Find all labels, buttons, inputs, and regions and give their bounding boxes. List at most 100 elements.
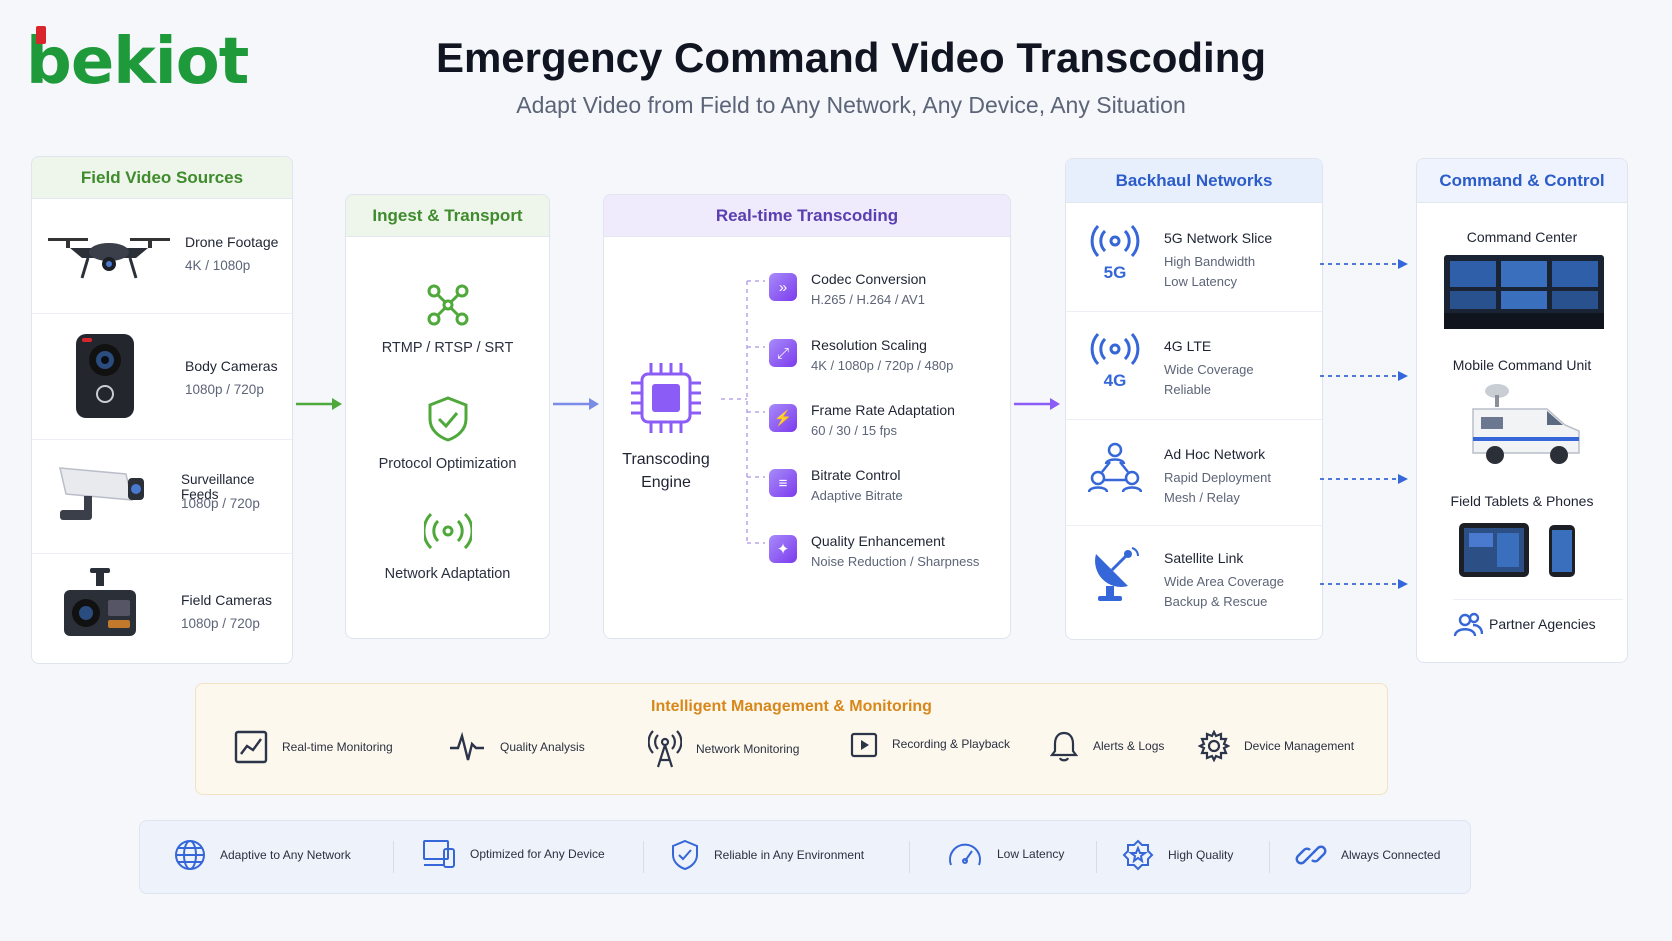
pulse-icon: [450, 731, 484, 761]
tablet-phone-image: [1459, 523, 1575, 577]
backhaul-title: Backhaul Networks: [1066, 159, 1322, 203]
transcode-item-name: Quality Enhancement: [811, 533, 945, 549]
transcode-item-detail: H.265 / H.264 / AV1: [811, 292, 925, 307]
network-detail: Mesh / Relay: [1164, 490, 1240, 505]
network-name: 4G LTE: [1164, 338, 1212, 354]
sparkle-icon: ✦: [769, 535, 797, 563]
network-name: 5G Network Slice: [1164, 230, 1273, 246]
body-camera-icon: [76, 334, 134, 418]
mgmt-item-label: Quality Analysis: [500, 740, 585, 754]
source-row-drone: Drone Footage 4K / 1080p: [32, 200, 292, 314]
flow-arrows-backhaul-to-command: [1320, 259, 1408, 589]
network-row-adhoc: Ad Hoc Network Rapid Deployment Mesh / R…: [1066, 420, 1322, 526]
mgmt-item-recording-playback: Recording & Playback: [850, 730, 1010, 758]
mgmt-item-device-management: Device Management: [1198, 730, 1354, 762]
command-title: Command & Control: [1417, 159, 1627, 203]
feature-label: Adaptive to Any Network: [220, 848, 351, 862]
ingest-item-network-adaptation: Network Adaptation: [346, 509, 549, 582]
field-sources-panel: Field Video Sources Drone Footage 4K / 1…: [31, 156, 293, 664]
page-subtitle: Adapt Video from Field to Any Network, A…: [516, 92, 1186, 118]
feature-optimized-device: Optimized for Any Device: [422, 839, 605, 869]
shield-check-icon: [672, 839, 698, 871]
source-row-surveillance: Surveillance Feeds 1080p / 720p: [32, 440, 292, 554]
ingest-label: Protocol Optimization: [378, 456, 517, 472]
antenna-icon: [648, 730, 682, 768]
mgmt-item-label: Network Monitoring: [696, 742, 800, 756]
feature-divider: [1096, 841, 1097, 873]
management-title: Intelligent Management & Monitoring: [651, 698, 932, 715]
line-chart-icon: [234, 730, 268, 764]
features-strip: Adaptive to Any Network Optimized for An…: [139, 820, 1471, 894]
flow-arrow-ingest-to-transcoding: [553, 398, 599, 410]
field-sources-title: Field Video Sources: [32, 157, 292, 199]
field-tablets-label: Field Tablets & Phones: [1450, 493, 1594, 509]
source-resolution: 1080p / 720p: [181, 496, 260, 511]
command-center-label: Command Center: [1466, 229, 1578, 245]
gear-icon: [1198, 730, 1230, 762]
network-badge: 4G: [1103, 371, 1127, 390]
transcode-item-name: Resolution Scaling: [811, 337, 927, 353]
ingest-item-protocol-optimization: Protocol Optimization: [346, 395, 549, 472]
mgmt-item-realtime-monitoring: Real-time Monitoring: [234, 730, 393, 764]
network-row-satellite: Satellite Link Wide Area Coverage Backup…: [1066, 526, 1322, 639]
link-icon: [1295, 845, 1327, 865]
transcoding-panel: Real-time Transcoding Transcoding Engine…: [603, 194, 1011, 639]
mgmt-item-alerts-logs: Alerts & Logs: [1049, 730, 1164, 762]
ingest-label: Network Adaptation: [384, 566, 511, 582]
drone-icon: [48, 238, 170, 279]
feature-reliable-environment: Reliable in Any Environment: [670, 839, 864, 871]
transcode-item-detail: 4K / 1080p / 720p / 480p: [811, 358, 954, 373]
users-icon: [1453, 612, 1483, 637]
transcode-item-name: Frame Rate Adaptation: [811, 402, 955, 418]
ingest-label: RTMP / RTSP / SRT: [381, 340, 514, 356]
transcode-item-name: Codec Conversion: [811, 271, 927, 287]
network-detail: Wide Coverage: [1164, 362, 1254, 377]
source-row-body-camera: Body Cameras 1080p / 720p: [32, 314, 292, 440]
star-badge-icon: [1122, 839, 1154, 871]
transcode-item-detail: 60 / 30 / 15 fps: [811, 423, 898, 438]
ingest-panel: Ingest & Transport RTMP / RTSP / SRT Pro…: [345, 194, 550, 639]
network-name: Satellite Link: [1164, 550, 1244, 566]
transcode-item-detail: Adaptive Bitrate: [811, 488, 903, 503]
feature-high-quality: High Quality: [1122, 839, 1233, 871]
mgmt-item-quality-analysis: Quality Analysis: [448, 730, 585, 764]
source-resolution: 1080p / 720p: [181, 616, 260, 631]
flow-arrow-sources-to-ingest: [296, 398, 342, 410]
network-detail: Rapid Deployment: [1164, 470, 1271, 485]
transcode-item-name: Bitrate Control: [811, 467, 901, 483]
feature-label: High Quality: [1168, 848, 1234, 862]
source-name: Field Cameras: [181, 592, 273, 608]
feature-low-latency: Low Latency: [947, 839, 1064, 869]
command-panel: Command & Control Command Center Mobile …: [1416, 158, 1628, 663]
network-badge: 5G: [1103, 263, 1127, 282]
mgmt-item-label: Alerts & Logs: [1093, 739, 1165, 753]
shield-check-icon: [428, 396, 467, 442]
codec-icon: »: [769, 273, 797, 301]
partner-agencies-row: Partner Agencies: [1453, 599, 1623, 647]
broadcast-icon: [421, 512, 474, 550]
engine-label-line2: Engine: [641, 474, 691, 491]
source-name: Drone Footage: [185, 234, 279, 250]
mgmt-item-label: Device Management: [1244, 739, 1355, 753]
page-title: Emergency Command Video Transcoding: [435, 34, 1267, 81]
engine-connectors: [721, 280, 765, 544]
signal-4g-icon: 4G: [1088, 332, 1142, 391]
ingest-item-protocols: RTMP / RTSP / SRT: [346, 283, 549, 356]
feature-divider: [393, 841, 394, 873]
transcode-item-detail: Noise Reduction / Sharpness: [811, 554, 980, 569]
source-name: Surveillance Feeds: [181, 472, 255, 502]
feature-divider: [1269, 841, 1270, 873]
framerate-icon: ⚡: [769, 404, 797, 432]
source-row-field-camera: Field Cameras 1080p / 720p: [32, 554, 292, 663]
chip-icon: [631, 363, 701, 433]
feature-divider: [909, 841, 910, 873]
bell-icon: [1049, 731, 1079, 762]
flow-arrow-transcoding-to-backhaul: [1014, 398, 1060, 410]
feature-label: Reliable in Any Environment: [714, 848, 865, 862]
feature-label: Low Latency: [997, 847, 1065, 861]
globe-icon: [175, 840, 205, 870]
network-detail: High Bandwidth: [1164, 254, 1256, 269]
source-resolution: 4K / 1080p: [185, 258, 251, 273]
mgmt-item-network-monitoring: Network Monitoring: [648, 730, 799, 768]
devices-icon: [423, 840, 455, 868]
